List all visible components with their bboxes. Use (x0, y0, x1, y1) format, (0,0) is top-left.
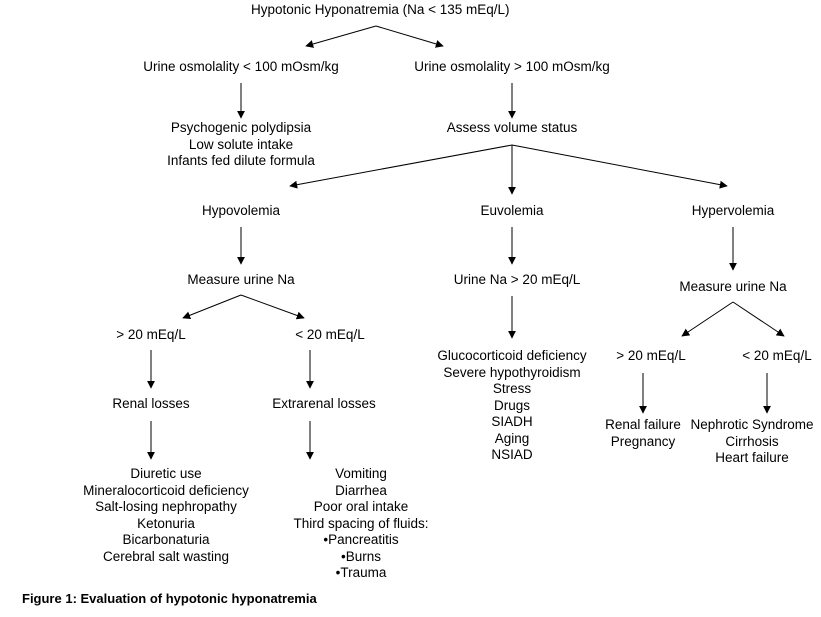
hypo-lt-20-node: < 20 mEq/L (295, 327, 365, 342)
hypo-measure-na-node: Measure urine Na (187, 272, 295, 287)
extrarenal-losses-node: Extrarenal losses (272, 396, 376, 411)
cause-item: Bicarbonaturia (122, 532, 210, 547)
eu-causes-node: Glucocorticoid deficiency Severe hypothy… (417, 348, 607, 464)
cause-item: SIADH (491, 414, 533, 429)
cause-item: Cerebral salt wasting (102, 548, 230, 564)
cause-item: Diarrhea (335, 482, 387, 498)
extrarenal-causes-node: Vomiting Diarrhea Poor oral intake Third… (281, 466, 441, 582)
cause-item: •Burns (341, 548, 381, 564)
renal-losses-node: Renal losses (112, 396, 190, 411)
euvolemia-node: Euvolemia (480, 203, 544, 218)
cause-item: Ketonuria (137, 515, 195, 531)
cause-item: •Pancreatitis (323, 532, 399, 547)
assess-volume-node: Assess volume status (446, 120, 578, 135)
cause-item: Renal failure (605, 417, 681, 432)
arrow-volume-to-hypo (289, 144, 513, 189)
cause-item: Psychogenic polydipsia (170, 120, 312, 135)
cause-item: Stress (492, 381, 532, 396)
arrow-volume-to-hyper (511, 144, 728, 189)
hyper-gt-causes-node: Renal failure Pregnancy (593, 417, 693, 450)
cause-item: Pregnancy (610, 433, 676, 449)
cause-item: Drugs (493, 397, 530, 413)
cause-item: Poor oral intake (313, 499, 409, 514)
cause-item: Diuretic use (130, 466, 202, 481)
cause-item: Severe hypothyroidism (443, 364, 581, 380)
low-osm-causes-node: Psychogenic polydipsia Low solute intake… (151, 120, 331, 170)
renal-causes-node: Diuretic use Mineralocorticoid deficienc… (66, 466, 266, 565)
cause-item: Mineralocorticoid deficiency (83, 482, 249, 498)
arrow-measure-to-gt (182, 294, 242, 320)
hypo-gt-20-node: > 20 mEq/L (116, 327, 186, 342)
cause-item: Cirrhosis (725, 433, 779, 449)
cause-item: Infants fed dilute formula (167, 153, 315, 168)
cause-item: Aging (494, 430, 530, 446)
arrow-title-to-osm-low (305, 25, 377, 48)
cause-item: Glucocorticoid deficiency (437, 348, 587, 363)
title-node: Hypotonic Hyponatremia (Na < 135 mEq/L) (251, 2, 510, 17)
figure-caption: Figure 1: Evaluation of hypotonic hypona… (22, 591, 317, 606)
cause-item: Salt-losing nephropathy (95, 499, 237, 514)
urine-osm-high-node: Urine osmolality > 100 mOsm/kg (414, 59, 610, 74)
cause-item: •Trauma (335, 565, 387, 580)
arrow-hyper-measure-to-lt (732, 301, 785, 337)
cause-item: Heart failure (715, 450, 789, 465)
cause-item: Low solute intake (188, 136, 294, 152)
cause-item: Nephrotic Syndrome (690, 417, 814, 432)
eu-urine-na-node: Urine Na > 20 mEq/L (453, 272, 581, 287)
hyper-lt-20-node: < 20 mEq/L (742, 348, 812, 363)
arrow-hyper-measure-to-gt (681, 301, 734, 337)
cause-item: Third spacing of fluids: (293, 515, 429, 531)
arrow-title-to-osm-high (375, 25, 444, 48)
cause-item: Vomiting (335, 466, 387, 481)
arrow-measure-to-lt (240, 294, 305, 320)
hypervolemia-node: Hypervolemia (691, 203, 775, 218)
hyper-measure-na-node: Measure urine Na (679, 279, 787, 294)
hyper-lt-causes-node: Nephrotic Syndrome Cirrhosis Heart failu… (687, 417, 817, 467)
cause-item: NSIAD (491, 447, 533, 462)
hyper-gt-20-node: > 20 mEq/L (616, 348, 686, 363)
urine-osm-low-node: Urine osmolality < 100 mOsm/kg (143, 59, 339, 74)
hypovolemia-node: Hypovolemia (201, 203, 281, 218)
